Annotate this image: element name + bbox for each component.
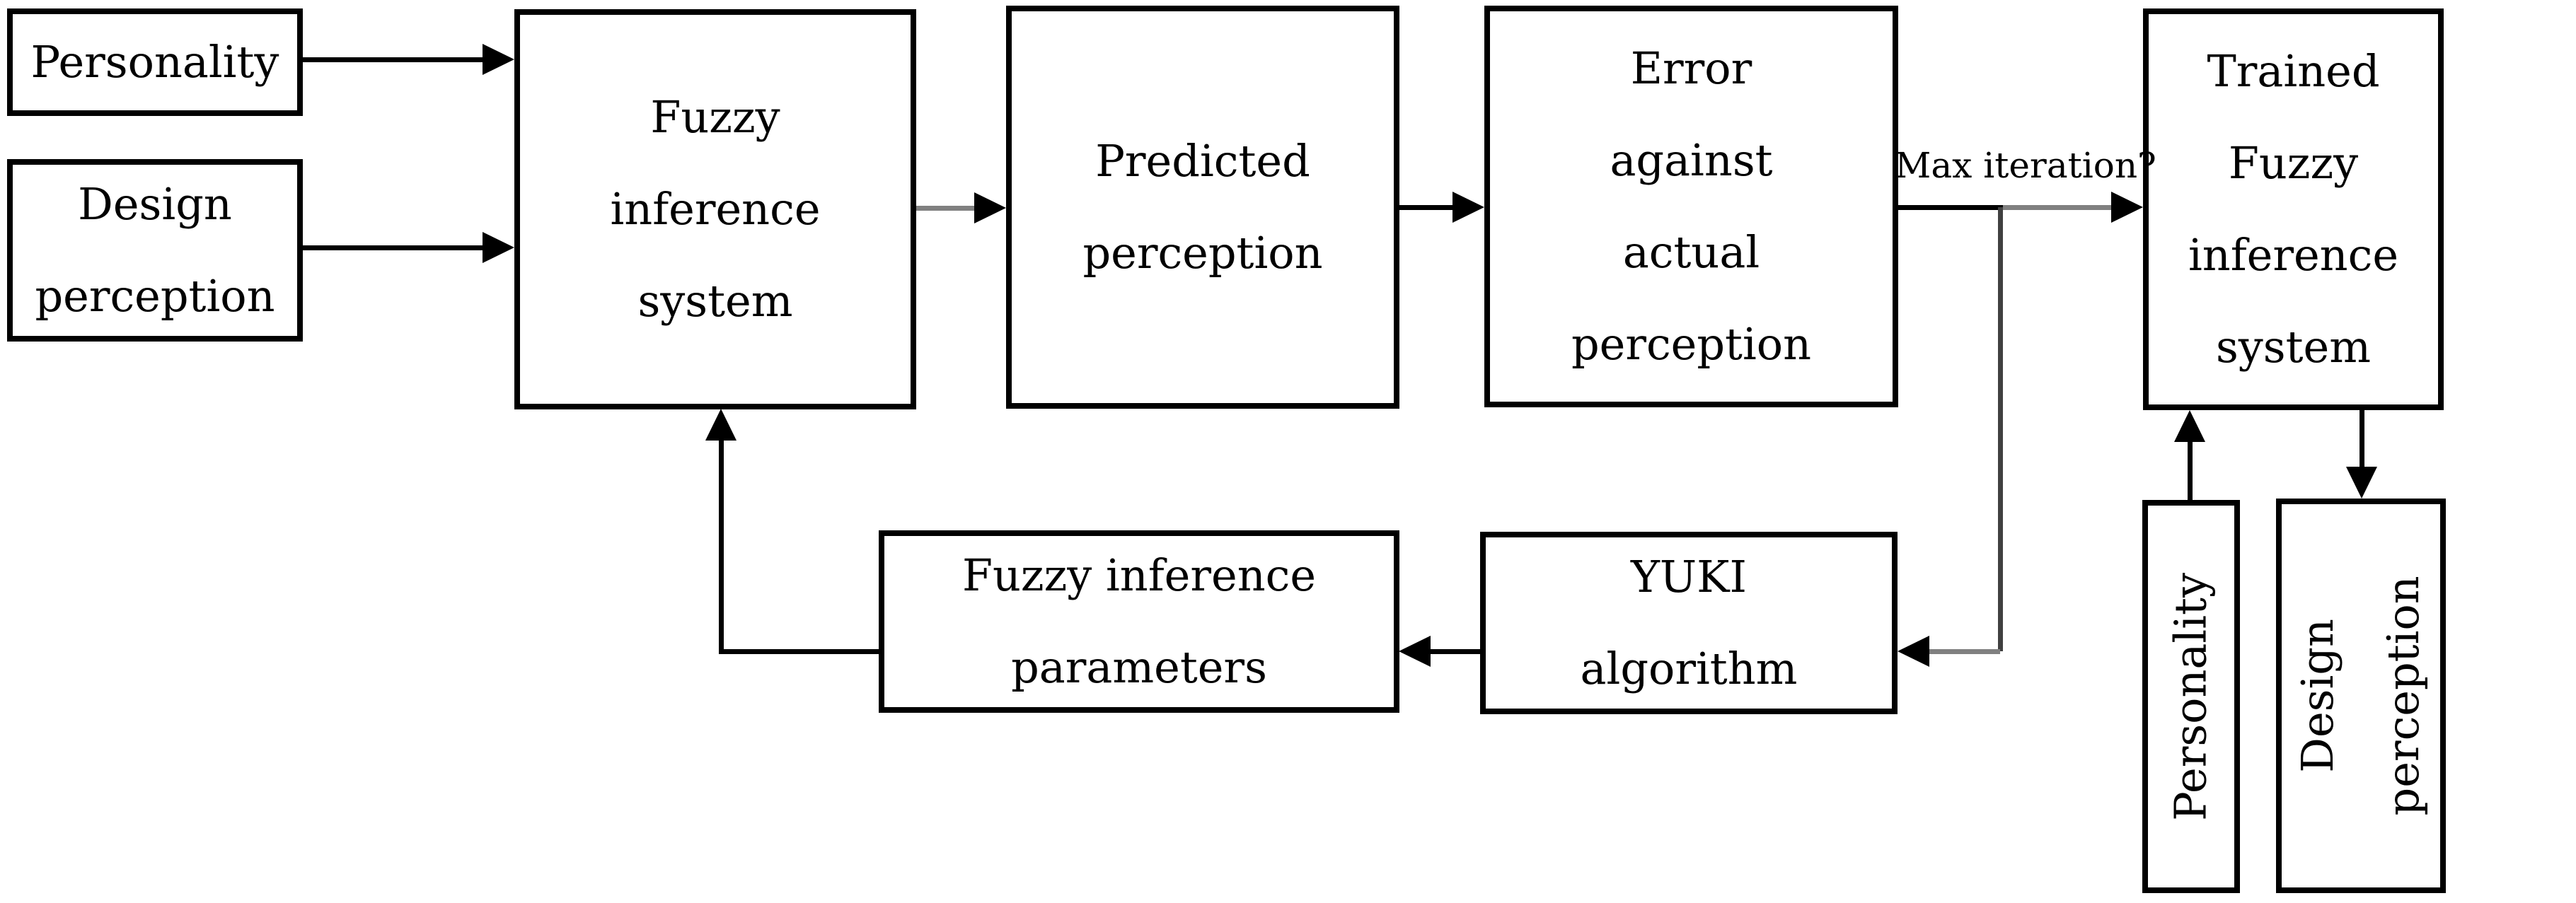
arrow-trained-to-design-shaft xyxy=(2360,410,2364,467)
personality-output-label: Personality xyxy=(2164,572,2217,821)
arrow-error-to-trained-arrowhead-icon xyxy=(2111,192,2143,223)
feedback-parameters-to-fis-horizontal-shaft xyxy=(721,649,879,654)
fuzzy-inference-system-box: Fuzzy inference system xyxy=(514,9,916,409)
arrow-design-to-fis-arrowhead-icon xyxy=(483,232,514,263)
branch-to-yuki-horizontal-shaft xyxy=(1929,649,2000,654)
max-iteration-label: Max iteration? xyxy=(1895,145,2156,186)
branch-to-yuki-vertical-line xyxy=(1998,207,2003,651)
fuzzy-inference-system-label: Fuzzy inference system xyxy=(610,91,821,327)
predicted-perception-box: Predicted perception xyxy=(1006,6,1399,409)
branch-to-yuki-arrowhead-icon xyxy=(1898,636,1929,667)
arrow-error-to-trained-shaft-gray xyxy=(2003,205,2111,210)
arrow-fis-to-predicted-arrowhead-icon xyxy=(974,192,1006,223)
fuzzy-inference-parameters-box: Fuzzy inference parameters xyxy=(879,530,1399,713)
trained-fuzzy-inference-system-box: Trained Fuzzy inference system xyxy=(2143,8,2444,410)
design-perception-output-label: Design perception xyxy=(2292,576,2429,816)
predicted-perception-label: Predicted perception xyxy=(1082,134,1323,279)
feedback-parameters-to-fis-arrowhead-icon xyxy=(705,409,737,441)
design-perception-output-box: Design perception xyxy=(2276,499,2446,893)
yuki-algorithm-box: YUKI algorithm xyxy=(1480,532,1898,714)
error-against-actual-perception-label: Error against actual perception xyxy=(1571,42,1812,371)
arrow-predicted-to-error-shaft xyxy=(1399,205,1452,210)
trained-fuzzy-inference-system-label: Trained Fuzzy inference system xyxy=(2188,45,2399,373)
arrow-yuki-to-parameters-shaft xyxy=(1431,649,1480,654)
arrow-error-to-trained-shaft-black xyxy=(1898,205,2003,210)
personality-output-box: Personality xyxy=(2142,500,2240,893)
arrow-fis-to-predicted-shaft xyxy=(916,206,974,211)
design-perception-input-box: Design perception xyxy=(7,159,303,342)
arrow-personality-to-fis-shaft xyxy=(303,57,483,62)
arrow-personality-to-fis-arrowhead-icon xyxy=(483,44,514,75)
arrow-predicted-to-error-arrowhead-icon xyxy=(1452,192,1484,223)
error-against-actual-perception-box: Error against actual perception xyxy=(1484,6,1898,407)
feedback-parameters-to-fis-vertical-shaft xyxy=(719,439,724,654)
arrow-personality-to-trained-arrowhead-icon xyxy=(2174,410,2205,442)
arrow-design-to-fis-shaft xyxy=(303,245,483,250)
arrow-trained-to-design-arrowhead-icon xyxy=(2346,467,2377,499)
fuzzy-inference-parameters-label: Fuzzy inference parameters xyxy=(961,549,1317,693)
arrow-personality-to-trained-shaft xyxy=(2188,442,2193,500)
arrow-yuki-to-parameters-arrowhead-icon xyxy=(1399,636,1431,667)
design-perception-input-label: Design perception xyxy=(35,177,275,322)
yuki-algorithm-label: YUKI algorithm xyxy=(1580,550,1798,694)
personality-input-box: Personality xyxy=(7,8,303,116)
personality-input-label: Personality xyxy=(30,35,279,88)
